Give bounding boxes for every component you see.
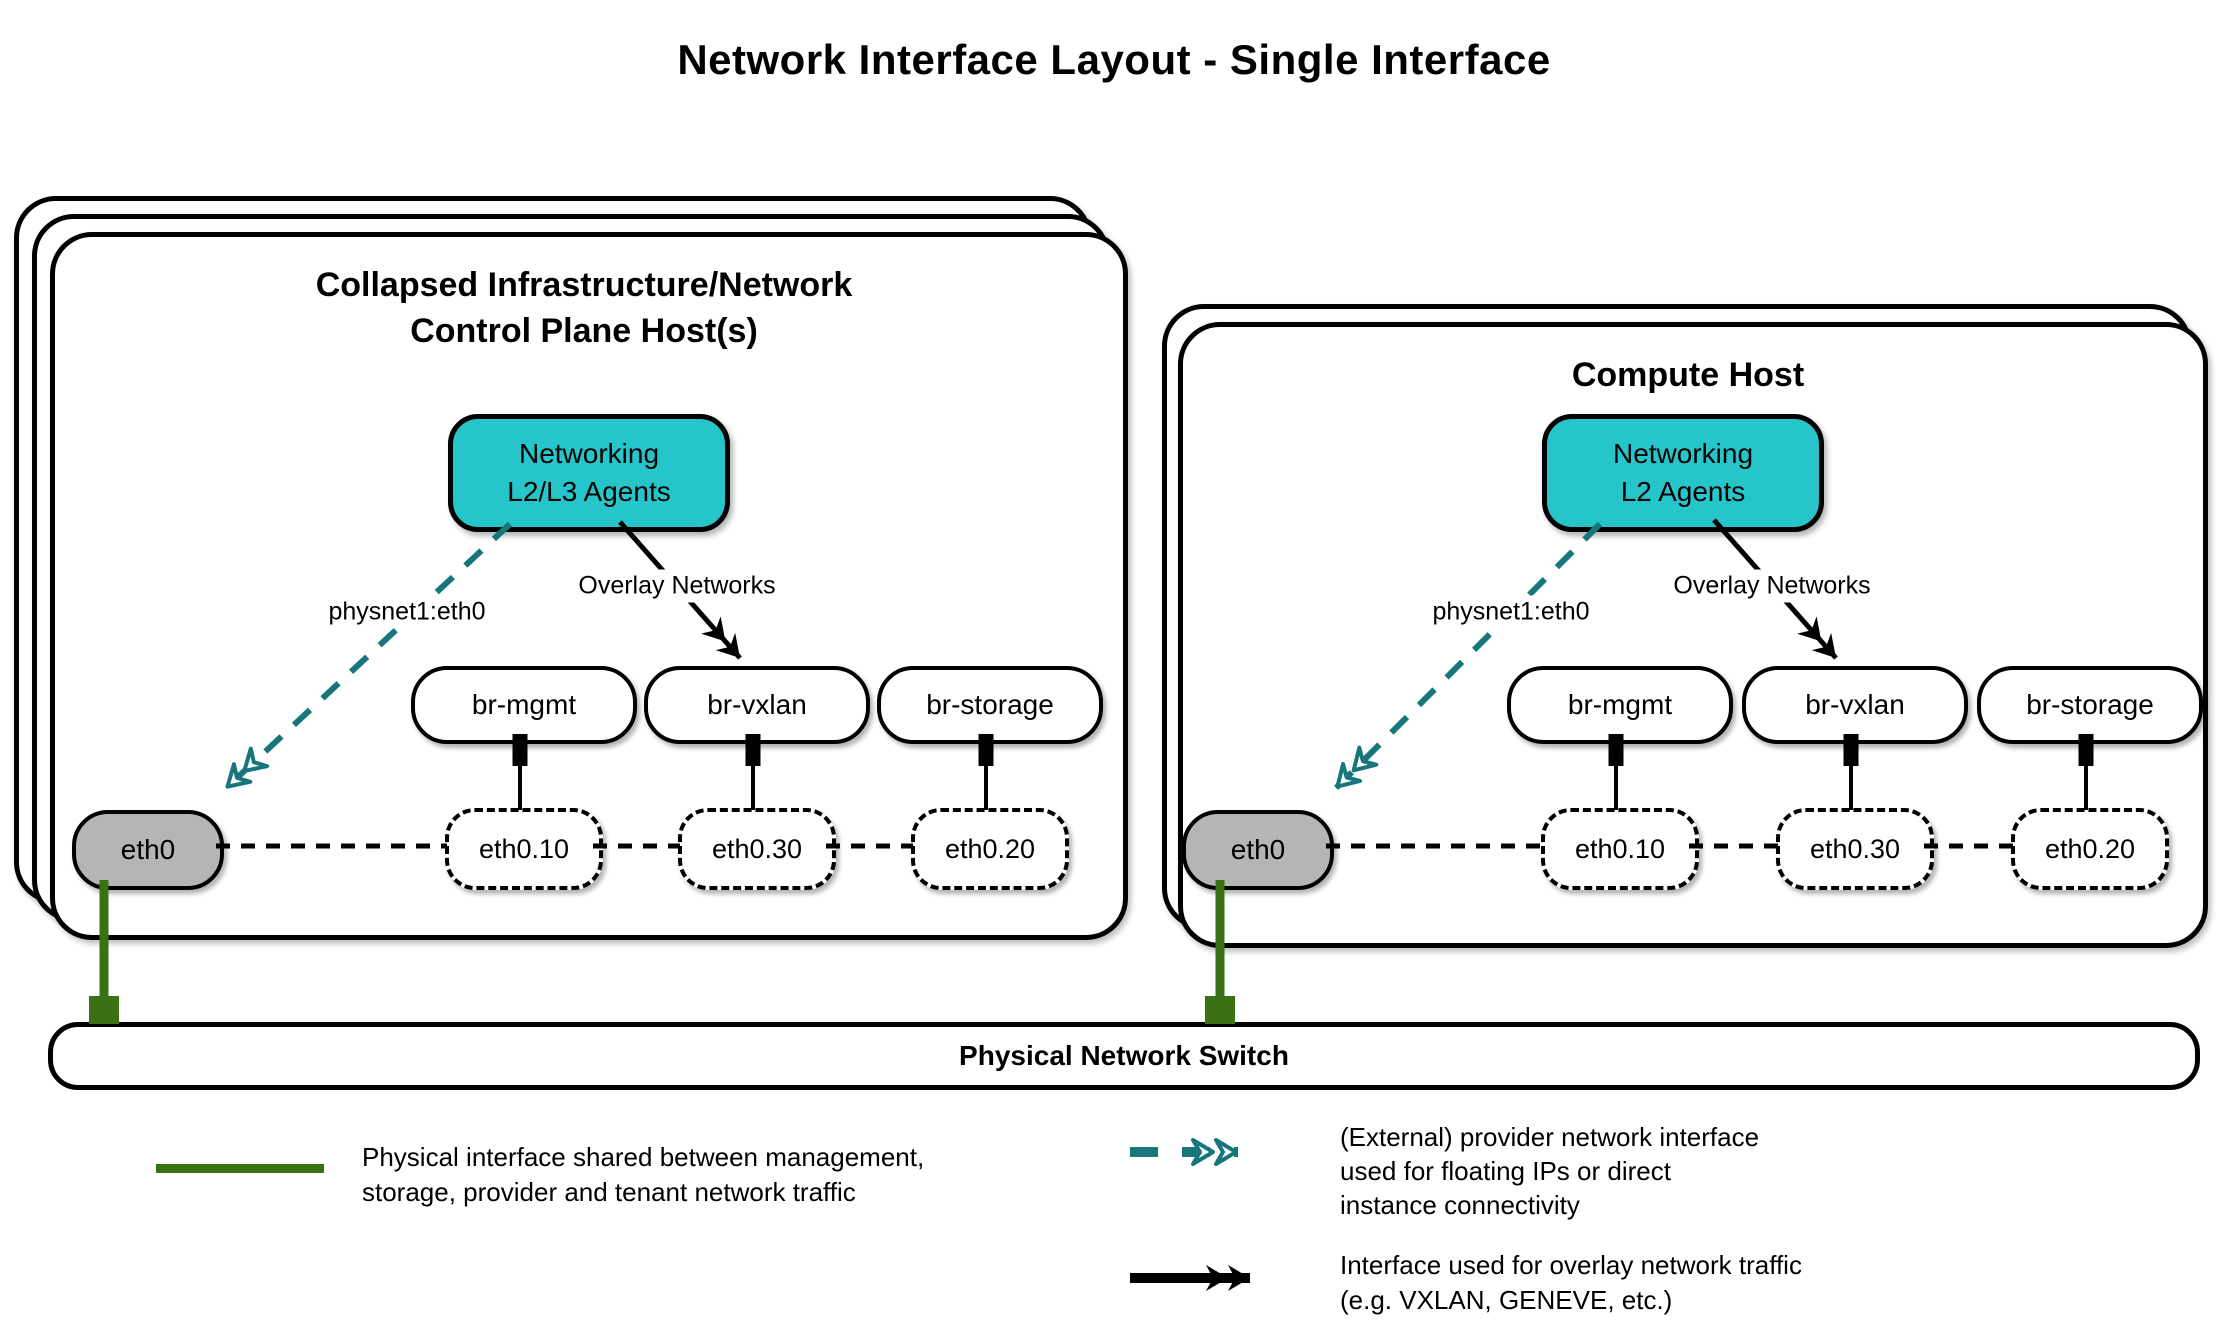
vlan-interface-node-eth0-10-left: eth0.10: [445, 808, 603, 890]
vlan-interface-node-eth0-20-left: eth0.20: [911, 808, 1069, 890]
physical-interface-node-eth0-left: eth0: [72, 810, 224, 890]
legend-line: storage, provider and tenant network tra…: [362, 1177, 856, 1207]
networking-agents-node-left: Networking L2/L3 Agents: [448, 414, 730, 532]
legend-item-provider-text: (External) provider network interface us…: [1340, 1120, 1759, 1222]
switch-label: Physical Network Switch: [959, 1040, 1289, 1071]
compute-host-title: Compute Host: [1178, 352, 2198, 398]
provider-link-label-left: physnet1:eth0: [322, 595, 492, 629]
control-plane-host-title: Collapsed Infrastructure/Network Control…: [50, 262, 1118, 354]
legend-line: Physical interface shared between manage…: [362, 1142, 925, 1172]
vlan-interface-node-eth0-30-right: eth0.30: [1776, 808, 1934, 890]
agent-label-line2: L2/L3 Agents: [507, 476, 671, 507]
bridge-node-br-mgmt-left: br-mgmt: [411, 666, 637, 744]
diagram-title: Network Interface Layout - Single Interf…: [677, 36, 1551, 83]
uplink-port-plug-left: [89, 996, 119, 1024]
bridge-node-br-vxlan-right: br-vxlan: [1742, 666, 1968, 744]
vlan-interface-node-eth0-20-right: eth0.20: [2011, 808, 2169, 890]
agent-label-line2: L2 Agents: [1620, 476, 1746, 507]
bridge-node-br-vxlan-left: br-vxlan: [644, 666, 870, 744]
agent-label-line1: Networking: [518, 438, 660, 469]
uplink-port-plug-right: [1205, 996, 1235, 1024]
host-title-line1: Collapsed Infrastructure/Network: [315, 266, 853, 304]
legend-item-overlay-text: Interface used for overlay network traff…: [1340, 1248, 1802, 1318]
legend-item-physical-text: Physical interface shared between manage…: [362, 1140, 924, 1210]
vlan-interface-node-eth0-10-right: eth0.10: [1541, 808, 1699, 890]
legend-line: instance connectivity: [1340, 1190, 1580, 1220]
vlan-label: eth0.20: [2044, 833, 2136, 864]
bridge-label: br-storage: [926, 689, 1054, 720]
interface-label: eth0: [120, 834, 176, 865]
networking-agents-node-right: Networking L2 Agents: [1542, 414, 1824, 532]
legend-line: used for floating IPs or direct: [1340, 1156, 1671, 1186]
bridge-label: br-vxlan: [707, 689, 807, 720]
provider-link-label-right: physnet1:eth0: [1426, 595, 1596, 629]
bridge-node-br-mgmt-right: br-mgmt: [1507, 666, 1733, 744]
overlay-link-label-right: Overlay Networks: [1667, 569, 1877, 603]
host-title-line2: Control Plane Host(s): [410, 312, 758, 350]
vlan-label: eth0.30: [711, 833, 803, 864]
bridge-label: br-mgmt: [1567, 689, 1673, 720]
interface-label: eth0: [1230, 834, 1286, 865]
physical-network-switch-bar: Physical Network Switch: [48, 1022, 2200, 1090]
legend-line: (External) provider network interface: [1340, 1122, 1760, 1152]
vlan-label: eth0.10: [478, 833, 570, 864]
host-title-line1: Compute Host: [1571, 356, 1805, 394]
bridge-node-br-storage-right: br-storage: [1977, 666, 2203, 744]
vlan-label: eth0.30: [1809, 833, 1901, 864]
bridge-label: br-vxlan: [1805, 689, 1905, 720]
agent-label-line1: Networking: [1612, 438, 1754, 469]
legend-line: (e.g. VXLAN, GENEVE, etc.): [1340, 1285, 1673, 1315]
vlan-label: eth0.10: [1574, 833, 1666, 864]
vlan-interface-node-eth0-30-left: eth0.30: [678, 808, 836, 890]
bridge-label: br-mgmt: [471, 689, 577, 720]
physical-interface-node-eth0-right: eth0: [1182, 810, 1334, 890]
legend-line: Interface used for overlay network traff…: [1340, 1250, 1802, 1280]
overlay-link-label-left: Overlay Networks: [572, 569, 782, 603]
bridge-node-br-storage-left: br-storage: [877, 666, 1103, 744]
vlan-label: eth0.20: [944, 833, 1036, 864]
legend-physical-line-swatch: [156, 1164, 324, 1173]
bridge-label: br-storage: [2026, 689, 2154, 720]
